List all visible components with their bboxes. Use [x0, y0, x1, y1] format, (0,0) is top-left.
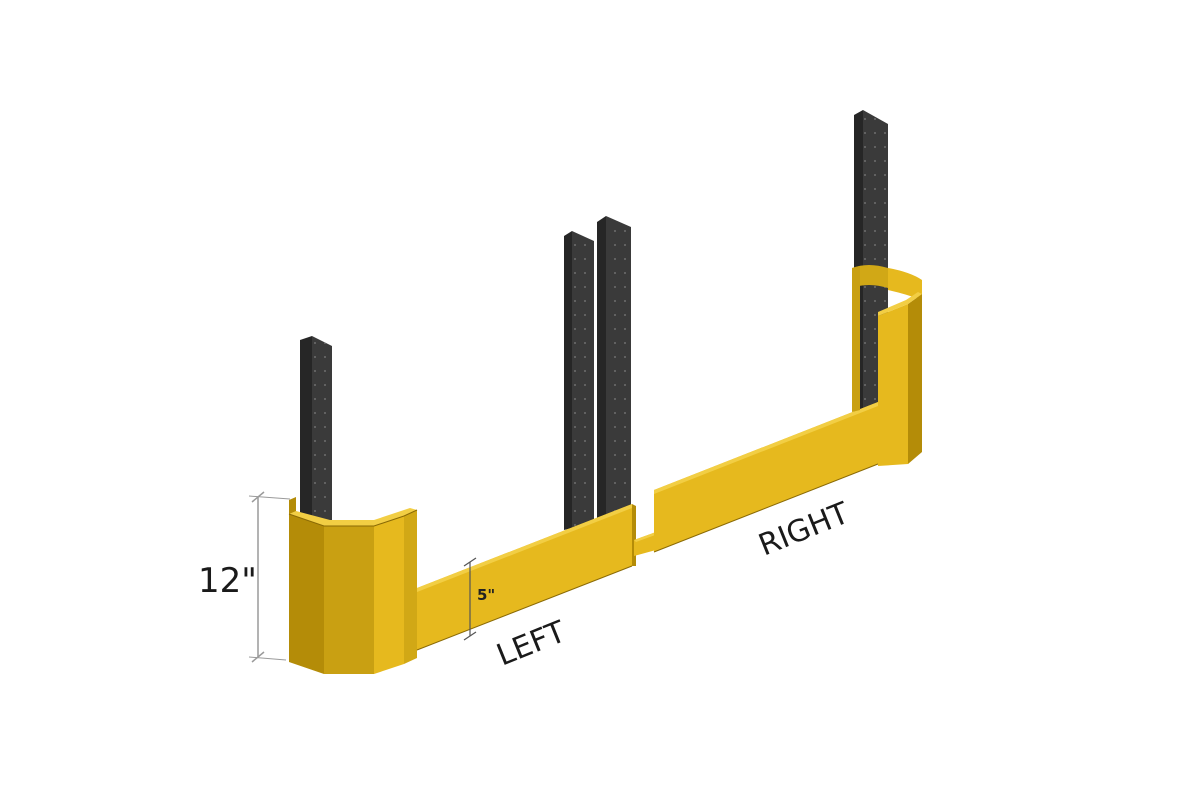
- right-end-guard: [852, 265, 922, 466]
- rail-dimension: [463, 557, 477, 641]
- left-corner-guard: [288, 497, 418, 674]
- upright-left-corner: [300, 336, 332, 532]
- left-label: LEFT: [492, 614, 571, 673]
- upright-middle-a: [564, 231, 594, 530]
- height-dimension: [248, 491, 291, 663]
- left-rail: [416, 504, 636, 651]
- rail-connector: [634, 532, 658, 556]
- height-dimension-label: 12": [198, 561, 257, 601]
- rail-dimension-label: 5": [477, 586, 495, 604]
- upright-middle-b: [597, 216, 631, 518]
- right-rail: [653, 402, 879, 553]
